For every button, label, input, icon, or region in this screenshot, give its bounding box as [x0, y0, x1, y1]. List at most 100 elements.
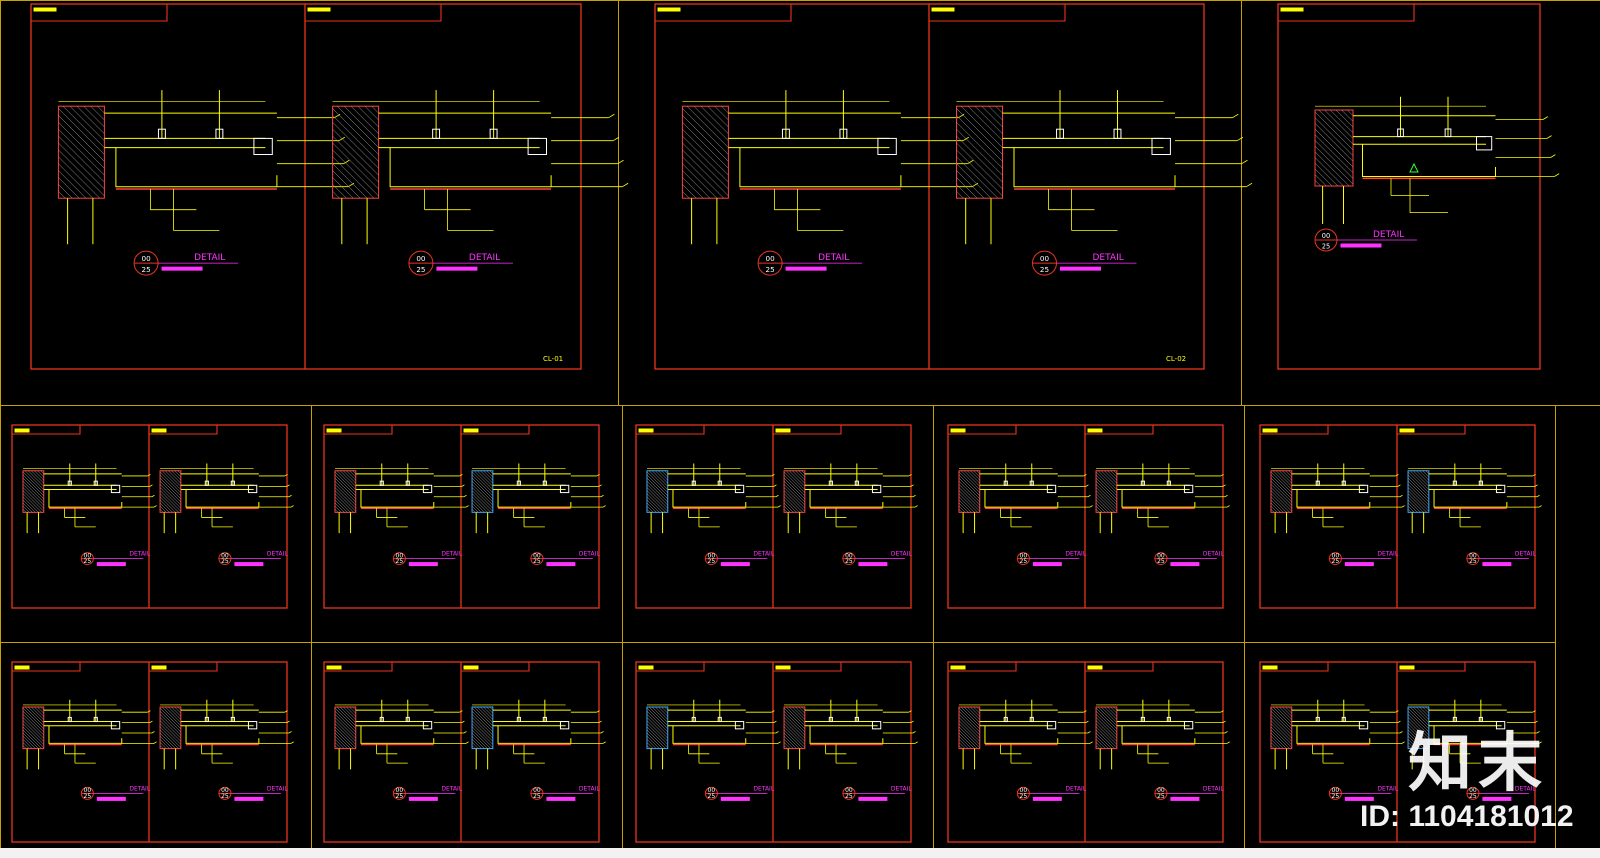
title-tab [773, 425, 842, 435]
bubble-top-text: 00 [416, 254, 426, 263]
bubble-top-text: 00 [1469, 552, 1477, 559]
detail-frame: 00 25 DETAIL 00 25 DETAIL CL-01 [30, 3, 629, 370]
bubble-top-text: 00 [1020, 787, 1028, 794]
bubble-bottom-text: 25 [142, 265, 151, 274]
bubble-bottom-text: 25 [1157, 558, 1165, 565]
bubble-bottom-text: 25 [221, 793, 229, 800]
bubble-bottom-text: 25 [708, 793, 716, 800]
detail-label: DETAIL [267, 785, 288, 792]
watermark-logo: 知末 [1408, 727, 1548, 801]
title-tab [1085, 425, 1154, 435]
bubble-bottom-text: 25 [416, 265, 425, 274]
bubble-top-text: 00 [1157, 552, 1165, 559]
watermark-id: ID: 1104181012 [1360, 800, 1574, 833]
bubble-bottom-text: 25 [1469, 793, 1477, 800]
sheet-ref: CL-02 [1166, 355, 1186, 363]
detail-label: DETAIL [194, 253, 225, 263]
title-tab [1397, 425, 1466, 435]
title-tab [305, 4, 442, 22]
bubble-bottom-text: 25 [1040, 265, 1049, 274]
bubble-top-text: 00 [396, 552, 404, 559]
bubble-top-text: 00 [396, 787, 404, 794]
detail-label: DETAIL [1515, 785, 1536, 792]
bubble-top-text: 00 [84, 787, 92, 794]
bubble-bottom-text: 25 [84, 793, 92, 800]
detail-label: DETAIL [1065, 785, 1086, 792]
title-tab [31, 4, 168, 22]
title-tab [948, 662, 1017, 672]
bubble-bottom-text: 25 [396, 558, 404, 565]
bubble-top-text: 00 [1020, 552, 1028, 559]
bubble-bottom-text: 25 [845, 793, 853, 800]
green-marker [1409, 162, 1419, 173]
bubble-bottom-text: 25 [84, 558, 92, 565]
bubble-bottom-text: 25 [708, 558, 716, 565]
bubble-bottom-text: 25 [1157, 793, 1165, 800]
bubble-bottom-text: 25 [533, 793, 541, 800]
bubble-bottom-text: 25 [766, 265, 775, 274]
title-tab [12, 662, 81, 672]
title-tab [324, 425, 393, 435]
detail-label: DETAIL [579, 785, 600, 792]
bubble-bottom-text: 25 [396, 793, 404, 800]
title-tab [929, 4, 1066, 22]
title-tab [636, 425, 705, 435]
title-tab [149, 662, 218, 672]
bubble-top-text: 00 [845, 552, 853, 559]
bubble-bottom-text: 25 [1020, 793, 1028, 800]
bubble-top-text: 00 [766, 254, 776, 263]
detail-label: DETAIL [1377, 551, 1398, 558]
bubble-top-text: 00 [845, 787, 853, 794]
bubble-top-text: 00 [221, 787, 229, 794]
title-tab [1278, 4, 1415, 22]
detail-label: DETAIL [1515, 551, 1536, 558]
detail-label: DETAIL [1377, 785, 1398, 792]
title-tab [324, 662, 393, 672]
bubble-bottom-text: 25 [1332, 793, 1340, 800]
detail-label: DETAIL [1203, 551, 1224, 558]
title-tab [655, 4, 792, 22]
detail-label: DETAIL [441, 785, 462, 792]
detail-label: DETAIL [469, 253, 500, 263]
title-tab [461, 662, 530, 672]
bubble-bottom-text: 25 [533, 558, 541, 565]
title-tab [1260, 425, 1329, 435]
detail-label: DETAIL [1093, 253, 1124, 263]
detail-label: DETAIL [441, 551, 462, 558]
bubble-top-text: 00 [1332, 552, 1340, 559]
bubble-top-text: 00 [1322, 232, 1330, 240]
bubble-bottom-text: 25 [1469, 558, 1477, 565]
bubble-top-text: 00 [1040, 254, 1050, 263]
bubble-top-text: 00 [708, 552, 716, 559]
bubble-top-text: 00 [142, 254, 152, 263]
title-tab [636, 662, 705, 672]
title-tab [12, 425, 81, 435]
title-tab [948, 425, 1017, 435]
detail-label: DETAIL [579, 551, 600, 558]
bubble-top-text: 00 [1157, 787, 1165, 794]
sheet-ref: CL-01 [543, 355, 563, 363]
bottom-scroll-strip[interactable] [0, 848, 1600, 858]
title-tab [1085, 662, 1154, 672]
detail-label: DETAIL [1065, 551, 1086, 558]
bubble-top-text: 00 [1332, 787, 1340, 794]
bubble-bottom-text: 25 [221, 558, 229, 565]
detail-label: DETAIL [1203, 785, 1224, 792]
detail-label: DETAIL [818, 253, 849, 263]
bubble-bottom-text: 25 [845, 558, 853, 565]
detail-label: DETAIL [891, 785, 912, 792]
detail-label: DETAIL [267, 551, 288, 558]
title-tab [461, 425, 530, 435]
bubble-top-text: 00 [533, 552, 541, 559]
detail-label: DETAIL [1373, 230, 1404, 240]
title-tab [1397, 662, 1466, 672]
